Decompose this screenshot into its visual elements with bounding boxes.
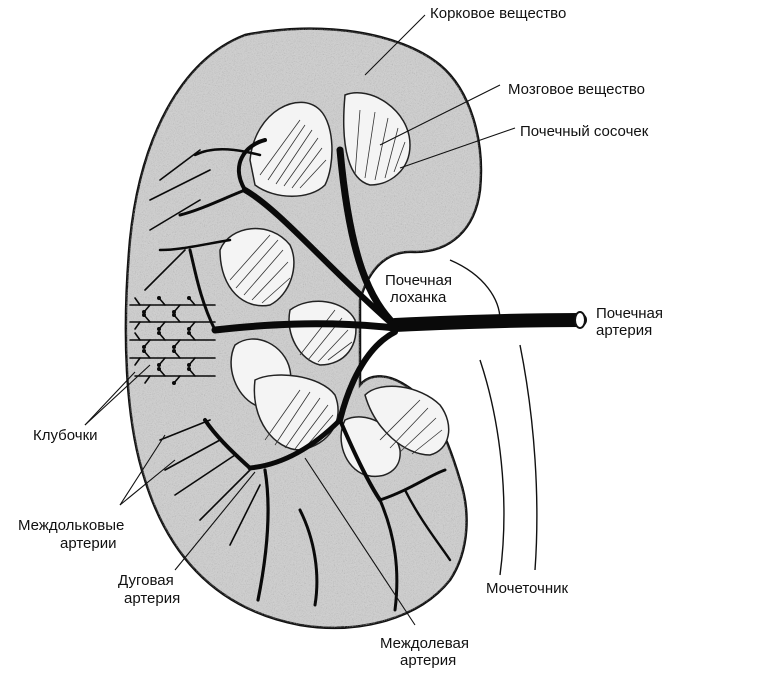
label-glomeruli: Клубочки: [33, 427, 98, 444]
leader-glomeruli-2: [84, 371, 136, 426]
label-interlobar-line1: Междолевая: [380, 635, 469, 652]
glomeruli: [142, 296, 191, 385]
label-arcuate-line2: артерия: [124, 590, 180, 607]
leader-lines: [84, 14, 516, 626]
leader-interlobar: [304, 457, 416, 626]
label-arcuate-line1: Дуговая: [118, 572, 174, 589]
label-medulla: Мозговое вещество: [508, 81, 645, 98]
interlobular-arteries: [129, 149, 261, 546]
label-artery-line2: артерия: [596, 322, 652, 339]
label-papilla: Почечный сосочек: [520, 123, 649, 140]
leader-interlobular-1: [119, 459, 176, 506]
pyramid-striations: [229, 109, 443, 455]
leader-medulla: [379, 84, 501, 146]
labels: Корковое вещество Мозговое вещество Поче…: [18, 5, 663, 669]
label-pelvis-line2: лоханка: [390, 289, 447, 306]
label-interlobular-line1: Междольковые: [18, 517, 124, 534]
ureter: [449, 259, 538, 576]
leader-glomeruli-1: [84, 364, 151, 426]
renal-artery-tree: [158, 138, 587, 612]
label-interlobar-line2: артерия: [400, 652, 456, 669]
label-pelvis-line1: Почечная: [385, 272, 452, 289]
leader-arcuate: [174, 471, 256, 571]
label-ureter: Мочеточник: [486, 580, 569, 597]
medullary-pyramids: [219, 92, 450, 477]
leader-papilla: [399, 127, 516, 169]
leader-interlobular-2: [119, 434, 166, 506]
label-interlobular-line2: артерии: [60, 535, 117, 552]
leader-cortex: [364, 14, 426, 76]
label-cortex: Корковое вещество: [430, 5, 566, 22]
label-artery-line1: Почечная: [596, 305, 663, 322]
